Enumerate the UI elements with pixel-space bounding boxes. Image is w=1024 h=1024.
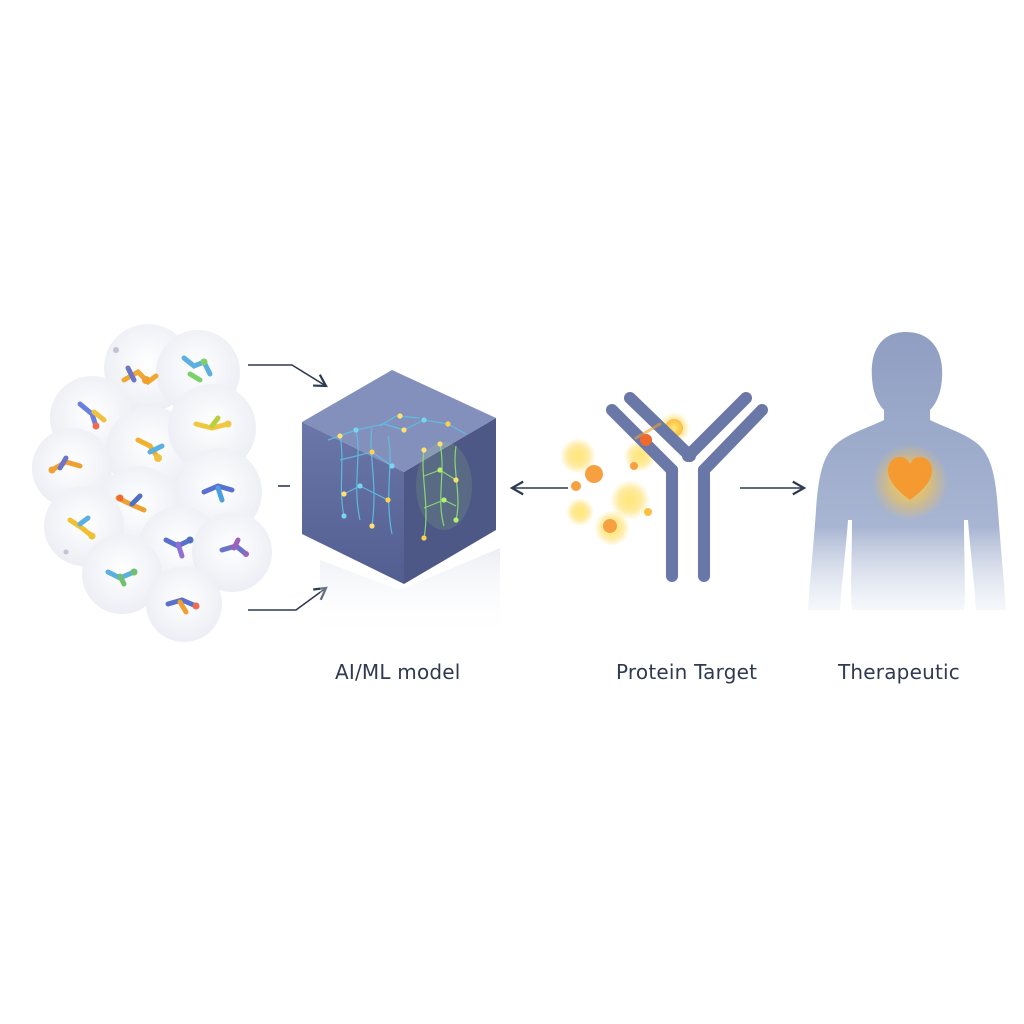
arrow-library-to-model-top	[248, 364, 328, 388]
binding-site-dot	[640, 434, 652, 446]
label-model: AI/ML model	[335, 660, 461, 684]
molecule-circle	[192, 512, 272, 592]
neural-network-cube-icon	[302, 370, 500, 640]
cube-left-face	[302, 422, 404, 584]
cube-right-face	[404, 418, 496, 584]
arrow-library-to-model-bottom	[248, 586, 328, 611]
cube-top-face	[302, 370, 496, 472]
label-target: Protein Target	[616, 660, 758, 684]
molecule-library-icon	[32, 324, 272, 642]
molecule-circle	[82, 534, 162, 614]
label-therapeutic: Therapeutic	[838, 660, 960, 684]
human-heart-icon	[808, 332, 1006, 610]
heart-icon	[888, 457, 932, 500]
